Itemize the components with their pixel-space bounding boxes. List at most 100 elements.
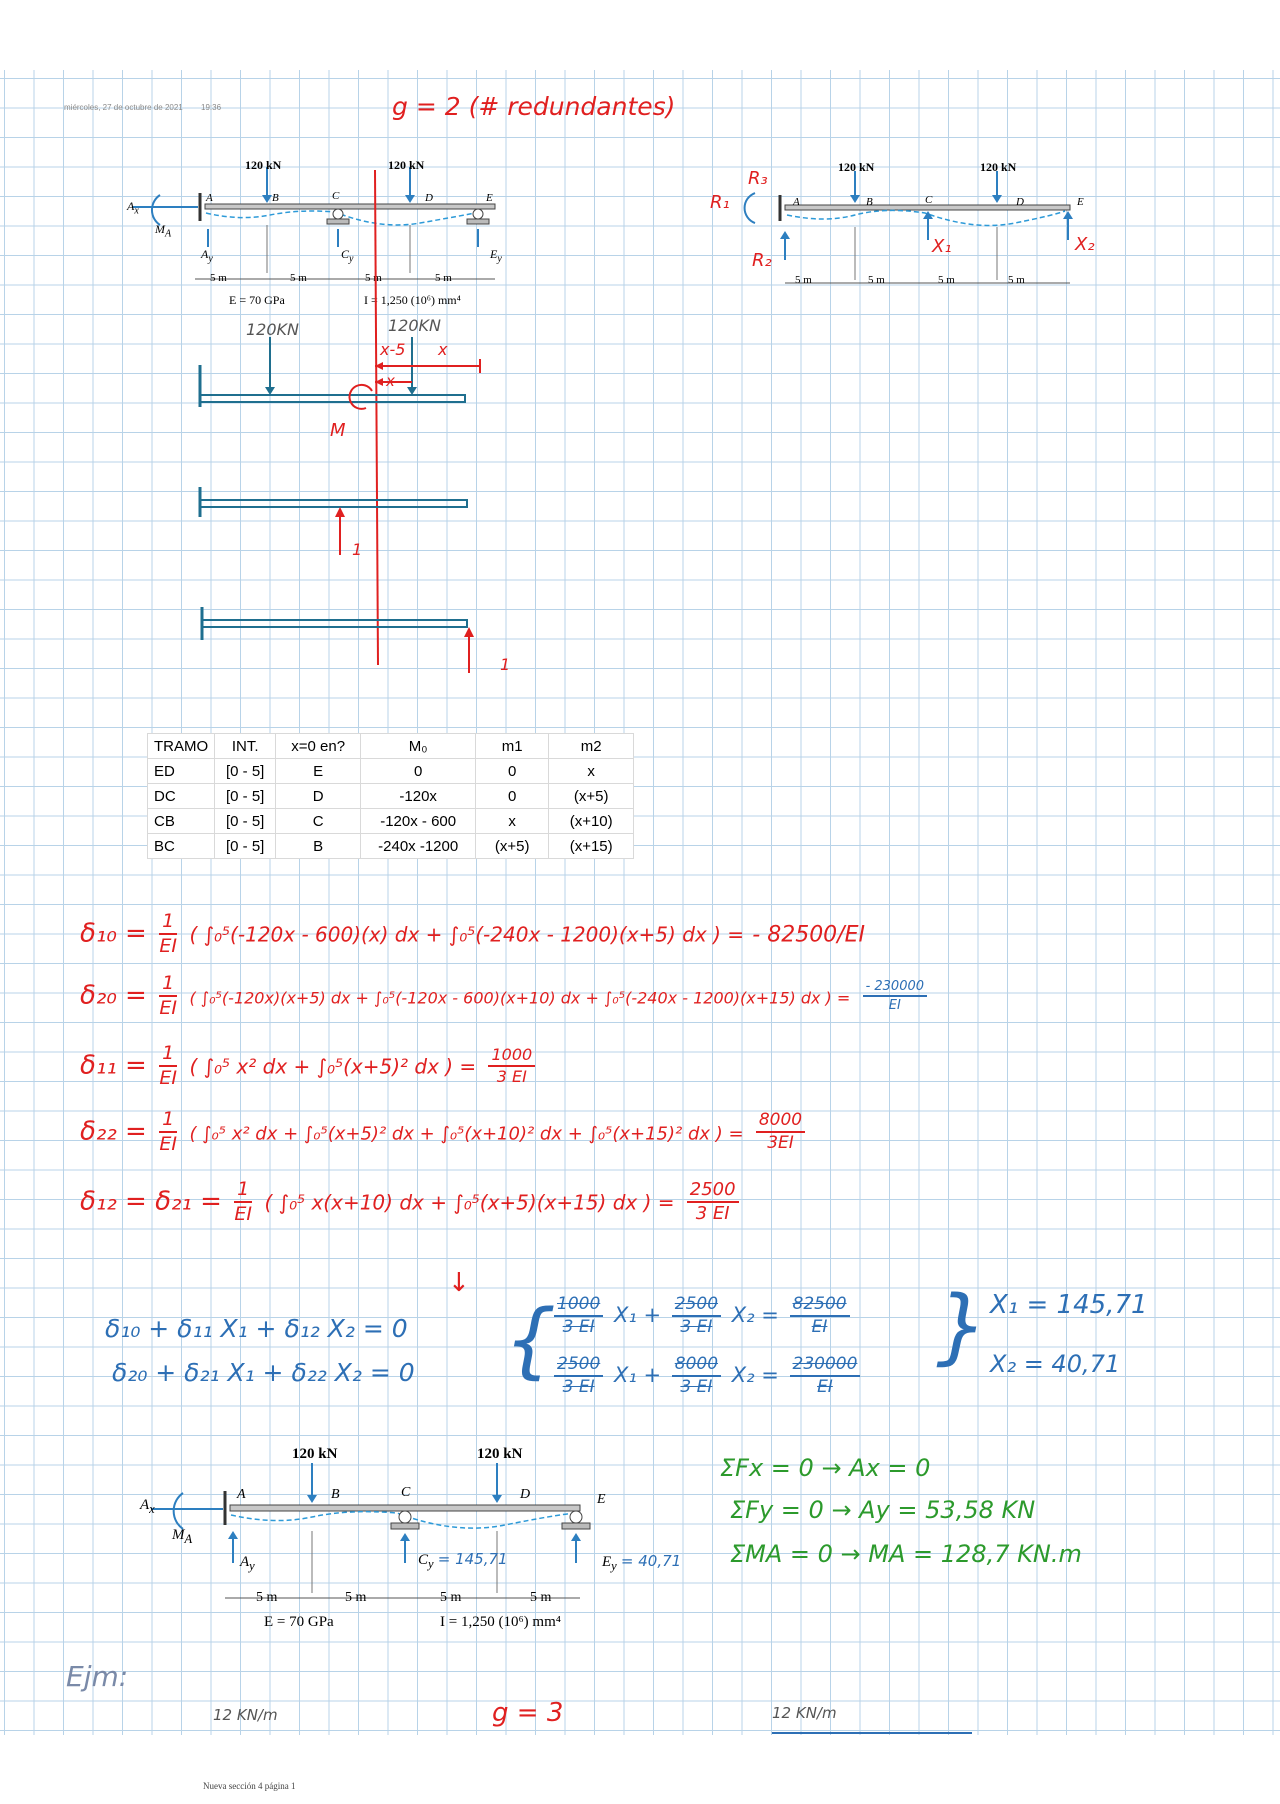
cell: -120x - 600 bbox=[360, 808, 477, 834]
cell: CB bbox=[146, 808, 216, 834]
cell: [0 - 5] bbox=[214, 833, 277, 859]
final-point-e: E bbox=[597, 1492, 606, 1507]
compat-eq-1: δ₁₀ + δ₁₁ X₁ + δ₁₂ X₂ = 0 bbox=[105, 1314, 408, 1343]
cut-dist-x-short: x bbox=[386, 372, 395, 390]
label-r2: R₂ bbox=[752, 250, 772, 271]
rel-point-a: A bbox=[793, 196, 800, 208]
cell: -240x -1200 bbox=[360, 833, 477, 859]
cell: [0 - 5] bbox=[214, 758, 277, 784]
result-x2: X₂ = 40,71 bbox=[990, 1350, 1121, 1378]
label-ey: Ey bbox=[490, 247, 502, 265]
redundant-note: g = 2 (# redundantes) bbox=[392, 92, 676, 121]
cell: [0 - 5] bbox=[214, 808, 277, 834]
cell: -120x bbox=[360, 783, 477, 809]
sum-fx: ΣFx = 0 → Ax = 0 bbox=[720, 1454, 931, 1482]
rel-point-b: B bbox=[866, 196, 873, 208]
cell: x bbox=[475, 808, 550, 834]
label-cy: Cy bbox=[341, 247, 354, 265]
unit-load-1: 1 bbox=[352, 540, 363, 559]
cut-moment-m: M bbox=[330, 420, 346, 441]
final-inertia: I = 1,250 (10⁶) mm⁴ bbox=[440, 1614, 561, 1630]
span-1: 5 m bbox=[210, 272, 227, 284]
final-point-d: D bbox=[520, 1487, 531, 1502]
section-footer: Nueva sección 4 página 1 bbox=[203, 1781, 296, 1791]
final-span-4: 5 m bbox=[530, 1590, 552, 1605]
label-r3: R₃ bbox=[748, 168, 768, 189]
cell: C bbox=[275, 808, 362, 834]
label-ay: Ay bbox=[201, 247, 213, 265]
notebook-grid bbox=[0, 70, 1280, 1735]
label-x1: X₁ bbox=[932, 236, 952, 257]
final-point-a: A bbox=[237, 1487, 246, 1502]
span-3: 5 m bbox=[365, 272, 382, 284]
e-modulus: E = 70 GPa bbox=[229, 293, 285, 307]
point-a: A bbox=[206, 192, 213, 204]
brace-right: } bbox=[936, 1279, 989, 1374]
beam-line-sketch bbox=[772, 1732, 972, 1734]
label-x2: X₂ bbox=[1075, 234, 1095, 255]
down-arrow: ↓ bbox=[448, 1268, 470, 1298]
span-4: 5 m bbox=[435, 272, 452, 284]
cell: (x+5) bbox=[548, 783, 635, 809]
cell: 0 bbox=[475, 783, 550, 809]
table-row: BC [0 - 5] B -240x -1200 (x+5) (x+15) bbox=[146, 833, 635, 859]
span-2: 5 m bbox=[290, 272, 307, 284]
point-e: E bbox=[486, 192, 493, 204]
cut-sketch bbox=[198, 169, 481, 673]
rel-span-2: 5 m bbox=[868, 274, 885, 286]
cell: x bbox=[548, 758, 635, 784]
th-m2: m2 bbox=[548, 733, 635, 759]
compat-eq-2: δ₂₀ + δ₂₁ X₁ + δ₂₂ X₂ = 0 bbox=[112, 1358, 415, 1387]
released-beam-figure bbox=[743, 171, 1073, 284]
ejm-label: Ejm: bbox=[66, 1660, 129, 1693]
brace-left: { bbox=[504, 1293, 557, 1388]
note-time: 19:36 bbox=[201, 103, 222, 112]
cell: (x+15) bbox=[548, 833, 635, 859]
final-label-ax: Ax bbox=[140, 1497, 155, 1516]
table-header-row: TRAMO INT. x=0 en? M₀ m1 m2 bbox=[146, 733, 635, 759]
load-label-b: 120 kN bbox=[245, 158, 282, 172]
cut-load-2: 120KN bbox=[388, 316, 441, 335]
cell: ED bbox=[146, 758, 216, 784]
load-left-label: 12 KN/m bbox=[213, 1706, 278, 1724]
rel-span-4: 5 m bbox=[1008, 274, 1025, 286]
rel-span-3: 5 m bbox=[938, 274, 955, 286]
th-tramo: TRAMO bbox=[146, 733, 216, 759]
label-ax: Ax bbox=[127, 199, 139, 217]
point-c: C bbox=[332, 190, 340, 202]
sum-fy: ΣFy = 0 → Ay = 53,58 KN bbox=[730, 1496, 1036, 1524]
final-label-ey: Ey = 40,71 bbox=[602, 1552, 682, 1573]
point-b: B bbox=[272, 192, 279, 204]
cell: (x+10) bbox=[548, 808, 635, 834]
final-span-2: 5 m bbox=[345, 1590, 367, 1605]
rel-span-1: 5 m bbox=[795, 274, 812, 286]
tramo-table: TRAMO INT. x=0 en? M₀ m1 m2 ED [0 - 5] E… bbox=[146, 733, 635, 859]
result-x1: X₁ = 145,71 bbox=[990, 1290, 1148, 1320]
rel-point-c: C bbox=[925, 194, 933, 206]
final-load-b: 120 kN bbox=[292, 1446, 338, 1462]
cell: (x+5) bbox=[475, 833, 550, 859]
inertia: I = 1,250 (10⁶) mm⁴ bbox=[364, 293, 461, 307]
rel-load-b: 120 kN bbox=[838, 160, 875, 174]
th-x0: x=0 en? bbox=[275, 733, 362, 759]
table-row: CB [0 - 5] C -120x - 600 x (x+10) bbox=[146, 808, 635, 834]
cut-dist-x-right: x bbox=[438, 340, 448, 359]
beam-figure-top bbox=[132, 167, 496, 280]
th-m0: M₀ bbox=[360, 733, 477, 759]
cut-dist-x-minus-5: x-5 bbox=[380, 340, 406, 359]
final-label-cy: Cy = 145,71 bbox=[418, 1550, 508, 1571]
cell: BC bbox=[146, 833, 216, 859]
beam-figure-final bbox=[151, 1463, 591, 1599]
cell: 0 bbox=[360, 758, 477, 784]
th-m1: m1 bbox=[475, 733, 550, 759]
final-point-c: C bbox=[401, 1485, 411, 1500]
point-d: D bbox=[425, 192, 433, 204]
th-int: INT. bbox=[214, 733, 277, 759]
table-row: ED [0 - 5] E 0 0 x bbox=[146, 758, 635, 784]
rel-point-e: E bbox=[1077, 196, 1084, 208]
cell: D bbox=[275, 783, 362, 809]
rel-load-d: 120 kN bbox=[980, 160, 1017, 174]
